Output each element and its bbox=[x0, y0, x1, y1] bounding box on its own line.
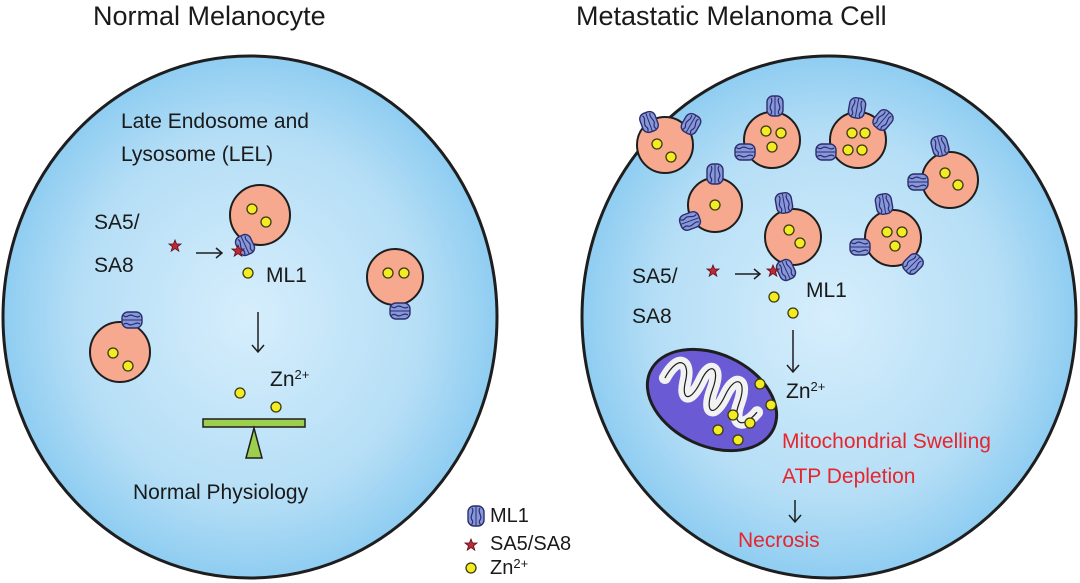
zinc-ion-dot bbox=[744, 417, 756, 429]
legend-agonist-label: SA5/SA8 bbox=[490, 533, 572, 555]
agonist-label-line2: SA8 bbox=[632, 305, 672, 328]
normal-panel-title: Normal Melanocyte bbox=[93, 1, 326, 31]
metastatic-lysosomes bbox=[636, 95, 979, 284]
mitochondrion-icon bbox=[645, 347, 779, 453]
zinc-ion-dot bbox=[270, 401, 282, 413]
normal-lysosome-left bbox=[89, 311, 151, 383]
normal-lysosome-top bbox=[229, 184, 291, 259]
lel-label-line1: Late Endosome and bbox=[121, 110, 309, 133]
ml1-channel-icon bbox=[467, 505, 485, 527]
zinc-ion-dot bbox=[712, 424, 724, 436]
down-arrow-icon bbox=[786, 330, 800, 374]
normal-cell-membrane bbox=[1, 54, 499, 580]
normal-outcome-label: Normal Physiology bbox=[133, 481, 309, 504]
zinc-label: Zn2+ bbox=[270, 367, 310, 391]
down-arrow-icon bbox=[788, 500, 802, 524]
zinc-ion-dot bbox=[732, 434, 744, 446]
mitochondrial-swelling-label: Mitochondrial Swelling bbox=[782, 430, 991, 453]
metastatic-panel-title: Metastatic Melanoma Cell bbox=[576, 1, 887, 31]
balance-icon bbox=[202, 418, 306, 459]
necrosis-label: Necrosis bbox=[738, 529, 820, 552]
arrow-icon bbox=[196, 247, 224, 259]
legend-ml1-label: ML1 bbox=[490, 505, 529, 527]
zinc-ion-dot bbox=[768, 291, 780, 303]
zinc-ion-dot bbox=[765, 399, 777, 411]
zinc-ion-dot bbox=[754, 378, 766, 390]
agonist-label-line1: SA5/ bbox=[632, 265, 678, 288]
atp-depletion-label: ATP Depletion bbox=[782, 465, 916, 488]
zinc-label: Zn2+ bbox=[786, 379, 826, 403]
down-arrow-icon bbox=[251, 312, 265, 354]
normal-lysosome-right bbox=[366, 248, 424, 320]
zinc-ion-dot-icon bbox=[465, 562, 477, 574]
zinc-ion-dot bbox=[234, 387, 246, 399]
zinc-ion-dot bbox=[242, 267, 254, 279]
lel-label-line2: Lysosome (LEL) bbox=[121, 143, 274, 166]
ml1-label: ML1 bbox=[266, 264, 307, 287]
ml1-label: ML1 bbox=[806, 279, 847, 302]
agonist-label-line2: SA8 bbox=[94, 254, 134, 277]
legend-zinc-label: Zn2+ bbox=[490, 556, 529, 579]
sa-agonist-star-icon bbox=[464, 538, 478, 551]
arrow-icon bbox=[735, 268, 762, 280]
zinc-ion-dot bbox=[787, 307, 799, 319]
zinc-ion-dot bbox=[727, 409, 739, 421]
agonist-label-line1: SA5/ bbox=[94, 211, 140, 234]
